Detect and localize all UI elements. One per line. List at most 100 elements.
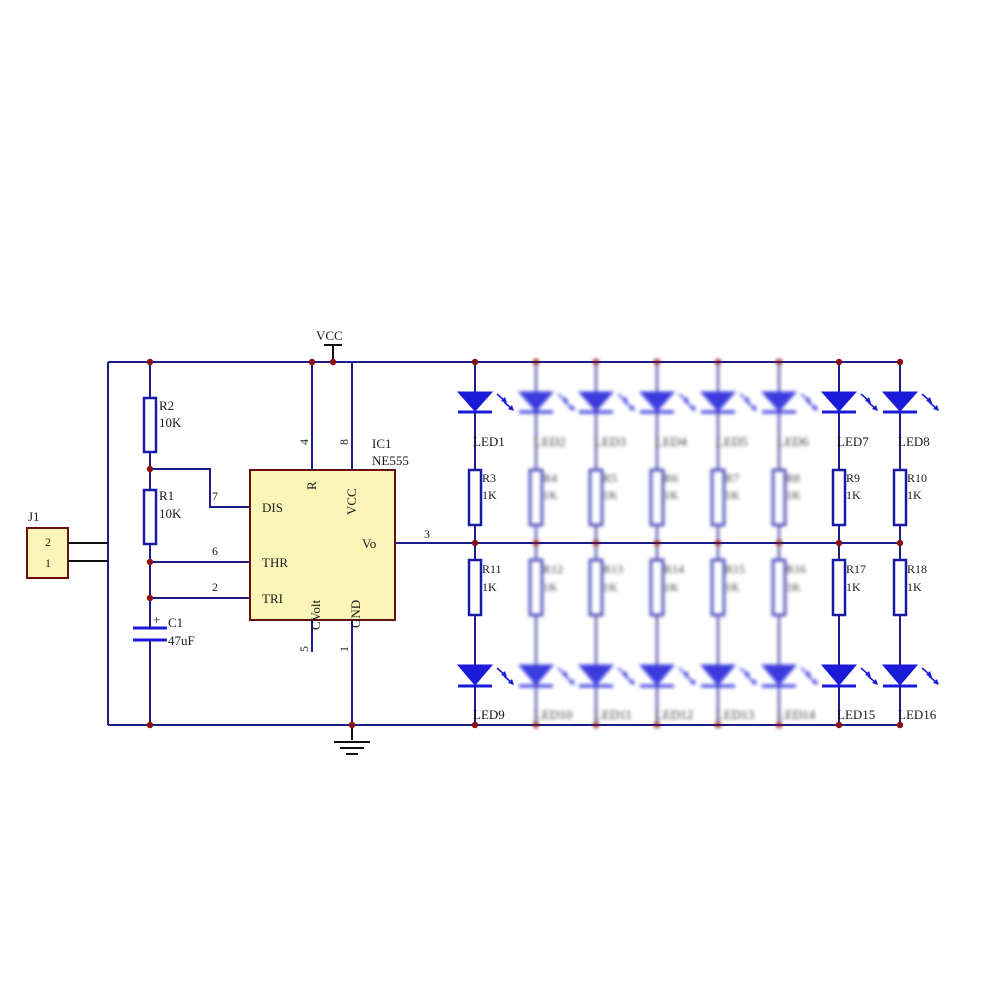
led-top-label: LED2 bbox=[534, 434, 566, 449]
resistor-top-ref: R6 bbox=[664, 471, 678, 485]
junction-dot bbox=[653, 721, 661, 729]
pin-name-cvolt: CVolt bbox=[308, 600, 323, 630]
led-bottom-label: LED10 bbox=[534, 707, 572, 722]
junction-dot bbox=[835, 358, 843, 366]
resistor-bottom bbox=[467, 558, 483, 617]
resistor-bottom bbox=[892, 558, 908, 617]
connector-pin-2: 2 bbox=[45, 535, 51, 549]
pin-num-r: 4 bbox=[297, 439, 311, 445]
led-array: LED1R31KR111KLED9LED2R41KR121KLED10LED3R… bbox=[456, 358, 939, 729]
resistor-bottom-ref: R12 bbox=[543, 562, 563, 576]
led-top-label: LED4 bbox=[655, 434, 687, 449]
resistor-top-ref: R4 bbox=[543, 471, 557, 485]
resistor-bottom bbox=[528, 558, 544, 617]
resistor-bottom bbox=[710, 558, 726, 617]
junction-dot bbox=[592, 358, 600, 366]
led-bottom-label: LED16 bbox=[898, 707, 937, 722]
pin-name-gnd: GND bbox=[348, 600, 363, 628]
resistor-top bbox=[528, 468, 544, 527]
pin-num-dis: 7 bbox=[212, 489, 218, 503]
junction-dot bbox=[896, 721, 904, 729]
timing-network: R2 10K R1 10K + C1 47uF bbox=[133, 362, 250, 725]
dis-wire bbox=[150, 468, 250, 508]
resistor-top-value: 1K bbox=[543, 488, 558, 502]
ic-body bbox=[249, 469, 396, 621]
ic-part: NE555 bbox=[372, 453, 409, 468]
ground-symbol bbox=[334, 725, 370, 755]
resistor-bottom-value: 1K bbox=[846, 580, 861, 594]
led-bottom-symbol bbox=[820, 664, 858, 686]
led-bottom-symbol bbox=[881, 664, 919, 686]
led-top-label: LED7 bbox=[837, 434, 869, 449]
junction-dot bbox=[775, 539, 783, 547]
resistor-top bbox=[467, 468, 483, 527]
junctions bbox=[146, 358, 356, 729]
resistor-top-ref: R5 bbox=[603, 471, 617, 485]
junction-dot bbox=[835, 539, 843, 547]
resistor-top-ref: R9 bbox=[846, 471, 860, 485]
c1-value: 47uF bbox=[168, 633, 195, 648]
resistor-top-ref: R10 bbox=[907, 471, 927, 485]
c1-polarity: + bbox=[153, 612, 160, 627]
resistor-bottom-ref: R13 bbox=[603, 562, 623, 576]
resistor-r1 bbox=[142, 488, 158, 546]
led-top-symbol bbox=[760, 391, 798, 412]
pin-name-dis: DIS bbox=[262, 500, 283, 515]
r2-ref: R2 bbox=[159, 398, 174, 413]
led-bottom-symbol bbox=[577, 664, 615, 686]
led-top-symbol bbox=[456, 391, 494, 412]
connector-ref: J1 bbox=[28, 509, 40, 524]
resistor-top-value: 1K bbox=[664, 488, 679, 502]
led-top-label: LED6 bbox=[777, 434, 809, 449]
resistor-bottom-value: 1K bbox=[603, 580, 618, 594]
resistor-bottom bbox=[831, 558, 847, 617]
resistor-top bbox=[710, 468, 726, 527]
resistor-top-ref: R8 bbox=[786, 471, 800, 485]
resistor-top bbox=[649, 468, 665, 527]
c1-ref: C1 bbox=[168, 615, 183, 630]
pin-name-r: R bbox=[304, 481, 319, 490]
r2-value: 10K bbox=[159, 415, 182, 430]
resistor-top-value: 1K bbox=[725, 488, 740, 502]
led-top-symbol bbox=[699, 391, 737, 412]
junction-dot bbox=[146, 358, 154, 366]
connector-pin-1: 1 bbox=[45, 556, 51, 570]
led-bottom-label: LED13 bbox=[716, 707, 754, 722]
resistor-bottom-ref: R11 bbox=[482, 562, 502, 576]
junction-dot bbox=[592, 721, 600, 729]
led-top-symbol bbox=[517, 391, 555, 412]
led-bottom-label: LED12 bbox=[655, 707, 693, 722]
led-top-label: LED8 bbox=[898, 434, 930, 449]
resistor-top-value: 1K bbox=[786, 488, 801, 502]
resistor-bottom-value: 1K bbox=[664, 580, 679, 594]
resistor-r2 bbox=[142, 396, 158, 454]
led-top-label: LED5 bbox=[716, 434, 748, 449]
led-top-label: LED1 bbox=[473, 434, 505, 449]
resistor-top-value: 1K bbox=[907, 488, 922, 502]
led-top-symbol bbox=[820, 391, 858, 412]
pin-num-vcc: 8 bbox=[337, 439, 351, 445]
connector-body bbox=[26, 527, 69, 579]
resistor-bottom bbox=[649, 558, 665, 617]
led-bottom-symbol bbox=[638, 664, 676, 686]
resistor-bottom-value: 1K bbox=[482, 580, 497, 594]
led-bottom-label: LED15 bbox=[837, 707, 875, 722]
resistor-top bbox=[831, 468, 847, 527]
junction-dot bbox=[653, 539, 661, 547]
resistor-bottom-ref: R18 bbox=[907, 562, 927, 576]
pin-name-vcc: VCC bbox=[344, 488, 359, 515]
junction-dot bbox=[471, 358, 479, 366]
junction-dot bbox=[348, 721, 356, 729]
junction-dot bbox=[592, 539, 600, 547]
resistor-top bbox=[588, 468, 604, 527]
resistor-bottom-ref: R17 bbox=[846, 562, 866, 576]
ic-ne555: IC1 NE555 4 R 8 VCC 7 DIS 6 THR 2 TRI Vo… bbox=[212, 362, 430, 725]
resistor-bottom-ref: R15 bbox=[725, 562, 745, 576]
pin-num-tri: 2 bbox=[212, 580, 218, 594]
pin-num-cvolt: 5 bbox=[297, 646, 311, 652]
